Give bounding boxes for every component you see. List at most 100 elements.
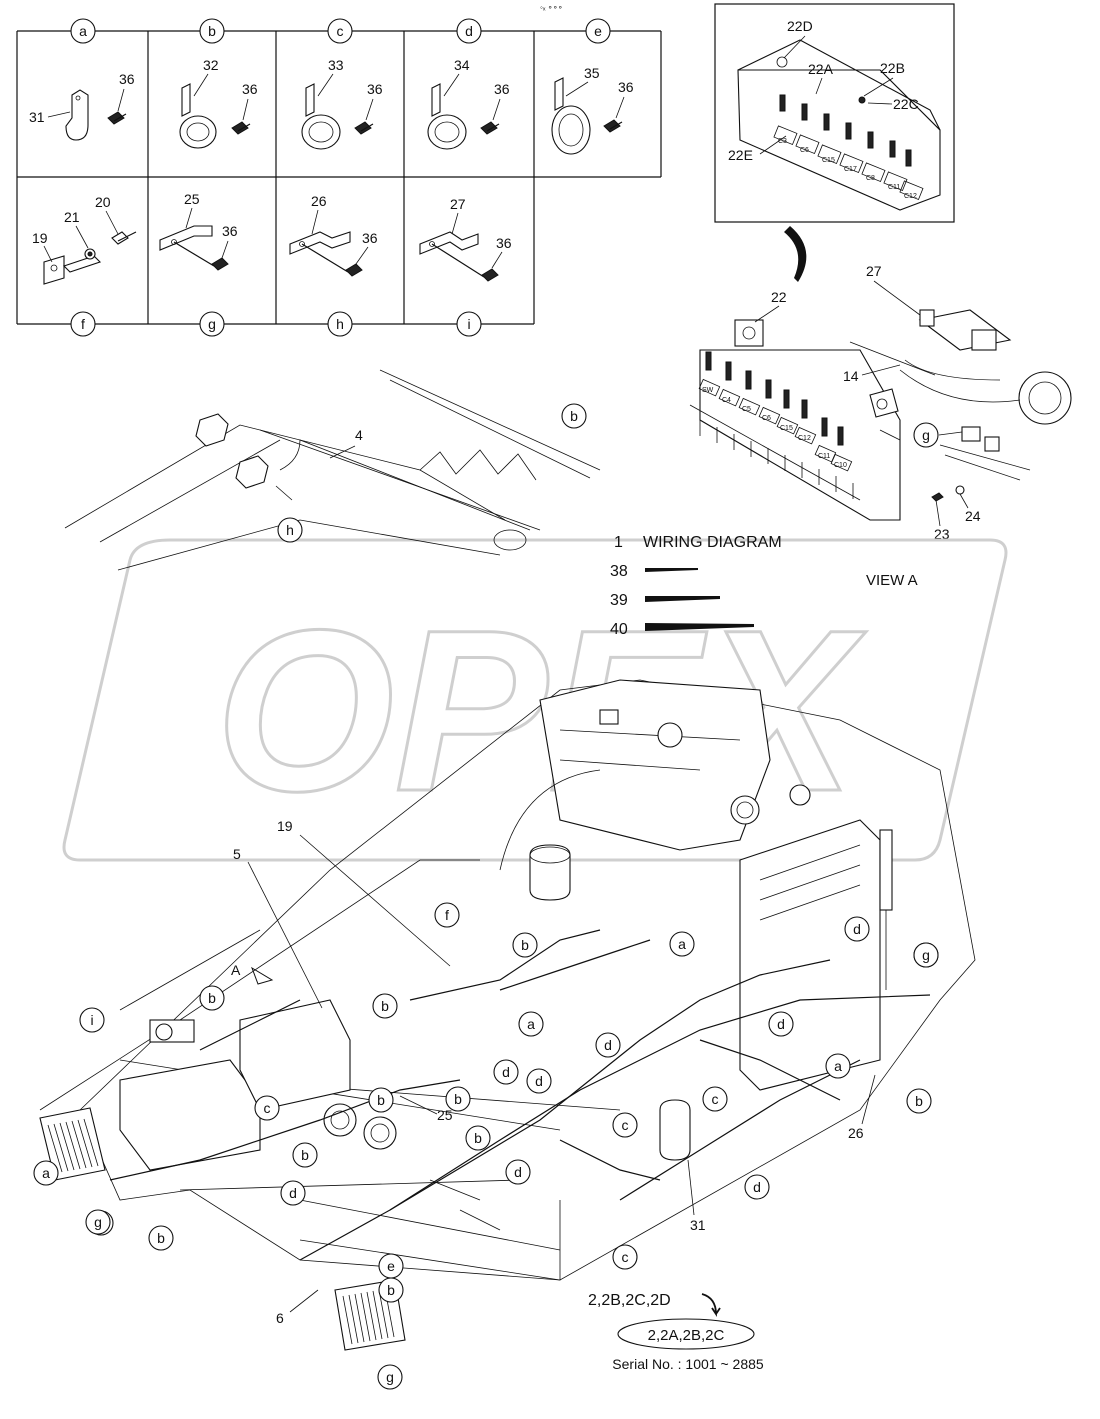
callout-f: f [434,902,460,928]
callout-b: b [378,1277,404,1303]
view-a-slot-label: C4 [722,397,731,404]
label-36-g: 36 [222,223,238,239]
callout-b: b [465,1125,491,1151]
fuse-slot-label: C8 [866,175,875,182]
old-parts-ellipse [617,1318,755,1350]
label-26-main: 26 [848,1125,864,1141]
svg-text:d: d [289,1185,297,1201]
label-22d: 22D [787,18,813,34]
view-a-slot-label: C12 [798,435,811,442]
svg-text:i: i [467,316,470,332]
callout-b: b [148,1225,174,1251]
callout-d: d [280,1180,306,1206]
view-a-slot-label: C11 [818,453,830,460]
label-4: 4 [355,427,363,443]
svg-text:d: d [502,1064,510,1080]
opex-watermark: OPEX [62,538,1008,862]
label-22b: 22B [880,60,905,76]
tie-39-icon [645,596,720,602]
callout-a: a [825,1053,851,1079]
main-callouts: bhfbadgibbcadddcdcbadbbaccedgbbdbbgg [33,403,939,1390]
clamp-h-callout: h [327,311,353,337]
label-31-main: 31 [690,1217,706,1233]
label-19-main: 19 [277,818,293,834]
callout-b: b [368,1087,394,1113]
label-31: 31 [29,109,45,125]
legend: 1 WIRING DIAGRAM VIEW A 38 39 40 [610,534,918,638]
label-20: 20 [95,194,111,210]
svg-text:b: b [521,937,529,953]
svg-text:f: f [445,907,449,923]
callout-b: b [199,985,225,1011]
svg-text:f: f [81,316,85,332]
fuse-slot-label: C3 [778,138,787,145]
bracket-19-drawing [43,231,137,285]
clamp-a-callout: a [70,18,96,44]
tie-40-label: 40 [610,621,628,638]
clamp-35-drawing [551,77,623,155]
view-a-arrow-icon [251,966,274,985]
svg-text:b: b [915,1093,923,1109]
svg-text:a: a [42,1165,50,1181]
label-22: 22 [771,289,787,305]
clamp-f-callout: f [70,311,96,337]
new-parts-label: 2,2B,2C,2D [588,1292,671,1309]
svg-text:c: c [712,1091,719,1107]
tie-38-label: 38 [610,563,628,580]
view-a-slot-label: C5 [742,406,751,413]
tie-39-label: 39 [610,592,628,609]
svg-text:b: b [157,1230,165,1246]
clamp-c-callout: c [327,18,353,44]
fuse-slot-label: C6 [800,147,809,154]
label-36-i: 36 [496,235,512,251]
label-14: 14 [843,368,859,384]
view-a-slot-label: SW [702,387,714,394]
fuse-slot-label: C17 [844,166,857,173]
callout-c: c [612,1112,638,1138]
svg-text:b: b [208,990,216,1006]
view-a-title: VIEW A [866,572,918,589]
svg-text:d: d [465,23,473,39]
callout-a: a [33,1160,59,1186]
callout-c: c [702,1086,728,1112]
callout-d: d [595,1032,621,1058]
clamp-b-callout: b [199,18,225,44]
callout-b: b [445,1086,471,1112]
view-a-slot-label: C15 [780,425,793,432]
callout-e: e [378,1253,404,1279]
svg-text:c: c [622,1249,629,1265]
view-a-callout-g: g [913,422,939,448]
svg-text:d: d [753,1179,761,1195]
svg-text:g: g [922,947,930,963]
svg-text:c: c [264,1100,271,1116]
label-25: 25 [184,191,200,207]
label-a-view: A [231,962,241,978]
wiring-diagram-label: WIRING DIAGRAM [643,534,782,551]
tie-40-icon [645,623,754,631]
label-36-c: 36 [367,81,383,97]
svg-text:d: d [777,1016,785,1032]
callout-d: d [505,1159,531,1185]
callout-i: i [79,1007,105,1033]
label-36-b: 36 [242,81,258,97]
svg-text:a: a [79,23,87,39]
svg-text:g: g [922,427,930,443]
callout-g: g [913,942,939,968]
callout-d: d [844,916,870,942]
svg-text:d: d [514,1164,522,1180]
plate-25-drawing [159,225,229,271]
callout-b: b [372,993,398,1019]
label-22c: 22C [893,96,919,112]
label-27-view: 27 [866,263,882,279]
callout-b: b [512,932,538,958]
label-36-e: 36 [618,79,634,95]
callout-c: c [254,1095,280,1121]
serial-arrow-icon [701,1293,721,1317]
serial-text: Serial No. : 1001 ~ 2885 [612,1356,764,1372]
svg-text:a: a [834,1058,842,1074]
svg-text:c: c [622,1117,629,1133]
inset-arrow [784,226,807,282]
callout-b: b [906,1088,932,1114]
label-26: 26 [311,193,327,209]
plate-26-drawing [289,231,363,277]
